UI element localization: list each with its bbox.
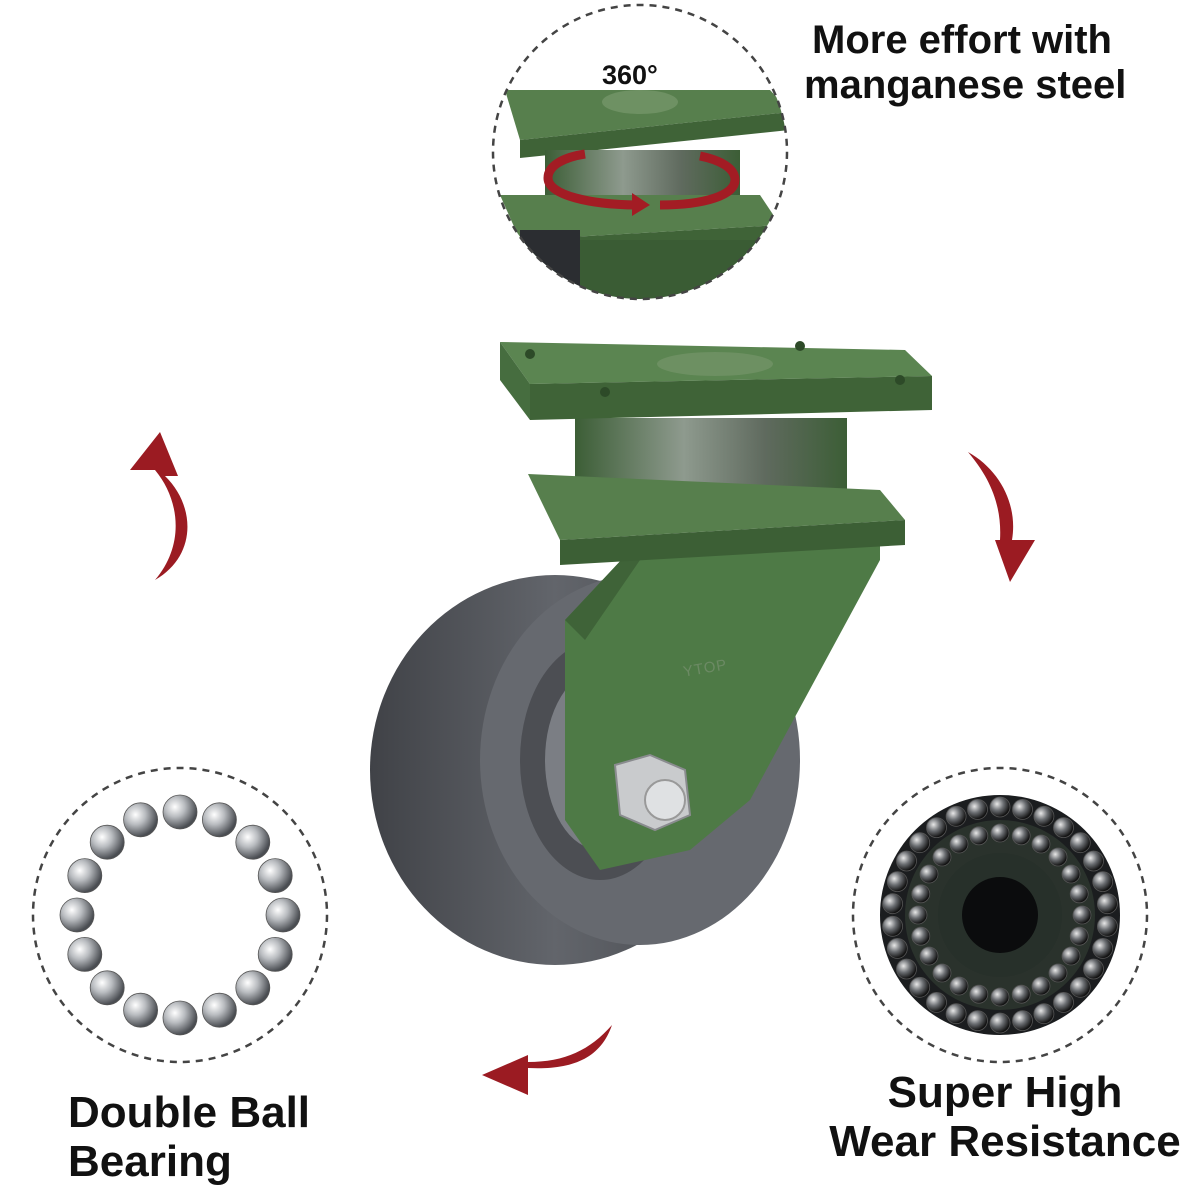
bearing-ball	[1083, 850, 1104, 872]
bearing-ball	[1012, 1010, 1033, 1031]
bearing-ball	[926, 817, 947, 838]
bearing-ball	[911, 926, 931, 946]
bearing-ball	[896, 958, 917, 980]
bearing-ball	[67, 858, 103, 893]
caster-wheel	[370, 341, 932, 965]
bearing-ball	[1083, 958, 1104, 980]
curved-arrow-icon	[130, 432, 188, 580]
bearing-ball	[882, 893, 903, 915]
bearing-ball	[1053, 992, 1074, 1013]
curved-arrow-icon	[482, 1025, 612, 1095]
bearing-ball	[1097, 893, 1118, 915]
bearing-ball	[1069, 832, 1091, 854]
bearing-ball	[969, 826, 989, 846]
bearing-ball	[89, 824, 125, 860]
bearing-ball	[945, 1003, 967, 1025]
bearing-ball	[1012, 799, 1033, 820]
curved-arrow-icon	[968, 452, 1035, 582]
bearing-ball	[235, 970, 271, 1006]
bearing-ball	[969, 984, 989, 1004]
bearing-ball	[932, 847, 952, 867]
caption-double-ball-bearing: Double Ball Bearing	[68, 1088, 310, 1187]
bearing-ball	[257, 937, 293, 972]
bearing-ball	[201, 992, 237, 1028]
bearing-ball	[1031, 976, 1051, 996]
swivel-detail-inset	[491, 3, 789, 301]
bearing-ball	[886, 938, 908, 959]
caption-wear-resistance: Super High Wear Resistance	[815, 1068, 1195, 1167]
bearing-ball	[1048, 963, 1068, 983]
bearing-ball	[909, 976, 931, 998]
caption-line: Wear Resistance	[829, 1117, 1181, 1167]
bearing-ball	[162, 1000, 198, 1036]
bearing-ball	[89, 970, 125, 1006]
bearing-ball	[926, 992, 947, 1013]
wear-resistance-inset	[851, 766, 1149, 1064]
caption-line: manganese steel	[804, 62, 1127, 107]
bearing-ball	[235, 824, 271, 860]
bearing-ball	[1011, 984, 1031, 1004]
bearing-ball	[1033, 805, 1055, 827]
bearing-ball	[1048, 847, 1068, 867]
bearing-ball	[257, 858, 293, 893]
bearing-ball	[162, 794, 198, 830]
bearing-ball	[949, 834, 969, 854]
bearing-ball	[1069, 926, 1089, 946]
bearing-ball	[911, 884, 931, 904]
bearing-ball	[1011, 826, 1031, 846]
rotation-degree-label: 360°	[602, 60, 658, 90]
bearing-ball	[990, 823, 1010, 843]
bearing-ball	[919, 946, 939, 966]
axle-nut	[613, 753, 692, 832]
bearing-ball	[1031, 834, 1051, 854]
bearing-ball	[989, 1012, 1011, 1034]
bearing-ball	[201, 802, 237, 838]
bearing-ball	[989, 796, 1011, 818]
bearing-ball	[967, 799, 988, 820]
bearing-ball	[886, 871, 908, 892]
bearing-ball	[123, 802, 159, 838]
bearing-ball	[1061, 864, 1081, 884]
rotate-arrow-icon	[543, 149, 740, 216]
bearing-ball	[1033, 1003, 1055, 1025]
caption-manganese-steel: More effort with manganese steel	[804, 18, 1126, 108]
bearing-ball	[919, 864, 939, 884]
bearing-ball	[990, 987, 1010, 1007]
bearing-ball	[1069, 884, 1089, 904]
caption-line: Super High	[887, 1068, 1123, 1117]
bearing-ball	[1092, 871, 1114, 892]
bearing-ball	[1061, 946, 1081, 966]
bearing-ball	[1053, 817, 1074, 838]
bearing-ball	[1092, 938, 1114, 959]
bearing-ball	[949, 976, 969, 996]
bearing-ball	[932, 963, 952, 983]
bearing-ball	[67, 937, 103, 972]
bearing-ball	[908, 905, 928, 925]
bearing-ball	[1097, 915, 1118, 937]
bearing-ball	[1072, 905, 1092, 925]
bearing-ball	[59, 897, 95, 933]
bearing-ball	[945, 805, 967, 827]
bearing-ball	[882, 915, 903, 937]
caption-line: Bearing	[68, 1137, 232, 1187]
bearing-ball	[265, 897, 301, 933]
caption-line: Double Ball	[68, 1088, 311, 1137]
bearing-ball	[123, 992, 159, 1028]
bearing-ball	[896, 850, 917, 872]
ball-bearing-inset	[31, 766, 329, 1064]
bearing-ball	[967, 1010, 988, 1031]
caption-line: More effort with	[812, 18, 1112, 62]
bearing-ball	[909, 832, 931, 854]
bearing-ball	[1069, 976, 1091, 998]
